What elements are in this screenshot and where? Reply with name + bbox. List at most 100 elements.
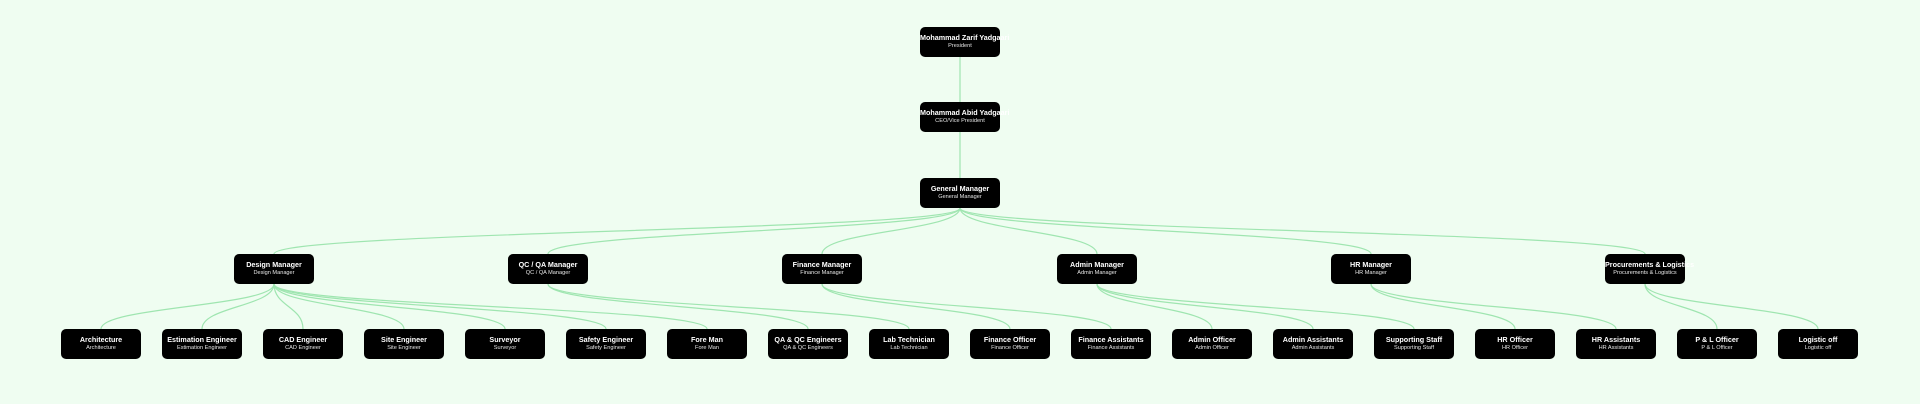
node-staff[interactable]: Surveyor Surveyor (465, 329, 545, 359)
connector-line (100, 283, 275, 330)
node-subtitle: QC / QA Manager (525, 270, 571, 276)
node-manager[interactable]: HR Manager HR Manager (1331, 254, 1411, 284)
node-subtitle: Procurements & Logistics (1613, 270, 1677, 276)
connector-line (273, 207, 961, 255)
connector-line (1096, 283, 1415, 330)
node-title: QA & QC Engineers (774, 335, 842, 344)
node-title: Logistic off (1798, 335, 1838, 344)
node-title: Lab Technician (883, 335, 935, 344)
node-staff[interactable]: Fore Man Fore Man (667, 329, 747, 359)
connector-line (1644, 283, 1718, 330)
node-staff[interactable]: HR Officer HR Officer (1475, 329, 1555, 359)
node-title: Design Manager (246, 260, 302, 269)
node-subtitle: Estimation Engineer (176, 345, 228, 351)
node-staff[interactable]: CAD Engineer CAD Engineer (263, 329, 343, 359)
connector-line (547, 283, 809, 330)
node-title: Finance Assistants (1078, 335, 1144, 344)
node-subtitle: Admin Assistants (1291, 345, 1335, 351)
node-manager[interactable]: QC / QA Manager QC / QA Manager (508, 254, 588, 284)
node-staff[interactable]: Supporting Staff Supporting Staff (1374, 329, 1454, 359)
node-subtitle: General Manager (938, 194, 982, 200)
node-title: QC / QA Manager (518, 260, 578, 269)
connector-line (1370, 283, 1516, 330)
node-subtitle: Admin Officer (1195, 345, 1229, 351)
connector-line (959, 207, 1646, 255)
node-staff[interactable]: Lab Technician Lab Technician (869, 329, 949, 359)
node-subtitle: Supporting Staff (1393, 345, 1434, 351)
node-subtitle: Safety Engineer (586, 345, 626, 351)
node-subtitle: P & L Officer (1701, 345, 1733, 351)
node-title: P & L Officer (1695, 335, 1739, 344)
node-manager[interactable]: Finance Manager Finance Manager (782, 254, 862, 284)
node-subtitle: Logistic off (1804, 345, 1832, 351)
node-title: Finance Manager (792, 260, 852, 269)
node-title: Supporting Staff (1385, 335, 1443, 344)
node-subtitle: Finance Assistants (1087, 345, 1135, 351)
node-subtitle: Surveyor (493, 345, 517, 351)
node-title: HR Assistants (1591, 335, 1641, 344)
node-staff[interactable]: Finance Assistants Finance Assistants (1071, 329, 1151, 359)
node-staff[interactable]: P & L Officer P & L Officer (1677, 329, 1757, 359)
node-subtitle: HR Officer (1501, 345, 1528, 351)
node-subtitle: Fore Man (695, 345, 719, 351)
connector-line (959, 207, 1098, 255)
connector-line (959, 207, 1372, 255)
node-subtitle: Finance Manager (800, 270, 844, 276)
node-staff[interactable]: Logistic off Logistic off (1778, 329, 1858, 359)
node-president[interactable]: Mohammad Zarif Yadgaari President (920, 27, 1010, 57)
node-staff[interactable]: Safety Engineer Safety Engineer (566, 329, 646, 359)
node-subtitle: CEO/Vice President (935, 118, 985, 124)
node-subtitle: Admin Manager (1077, 270, 1117, 276)
node-subtitle: QA & QC Engineers (783, 345, 833, 351)
node-title: Admin Manager (1070, 260, 1124, 269)
node-staff[interactable]: Finance Officer Finance Officer (970, 329, 1050, 359)
node-vice-president[interactable]: Mohammad Abid Yadgaari CEO/Vice Presiden… (920, 102, 1010, 132)
node-subtitle: HR Assistants (1598, 345, 1634, 351)
node-title: Estimation Engineer (167, 335, 237, 344)
node-staff[interactable]: HR Assistants HR Assistants (1576, 329, 1656, 359)
node-title: Mohammad Abid Yadgaari (920, 108, 1010, 117)
connector-line (1096, 283, 1213, 330)
node-title: Finance Officer (983, 335, 1037, 344)
node-subtitle: Architecture (86, 345, 116, 351)
node-subtitle: Lab Technician (890, 345, 928, 351)
node-title: CAD Engineer (278, 335, 328, 344)
connector-line (547, 207, 961, 255)
node-staff[interactable]: Site Engineer Site Engineer (364, 329, 444, 359)
node-subtitle: Design Manager (253, 270, 295, 276)
connector-line (821, 283, 1011, 330)
node-title: HR Manager (1350, 260, 1392, 269)
node-subtitle: President (948, 43, 972, 49)
node-subtitle: CAD Engineer (285, 345, 321, 351)
node-staff[interactable]: QA & QC Engineers QA & QC Engineers (768, 329, 848, 359)
node-staff[interactable]: Admin Officer Admin Officer (1172, 329, 1252, 359)
node-title: Site Engineer (381, 335, 427, 344)
node-staff[interactable]: Estimation Engineer Estimation Engineer (162, 329, 242, 359)
node-staff[interactable]: Admin Assistants Admin Assistants (1273, 329, 1353, 359)
node-title: Mohammad Zarif Yadgaari (920, 33, 1010, 42)
node-manager[interactable]: Admin Manager Admin Manager (1057, 254, 1137, 284)
node-general-manager[interactable]: General Manager General Manager (920, 178, 1000, 208)
node-subtitle: Site Engineer (387, 345, 421, 351)
node-title: HR Officer (1497, 335, 1533, 344)
node-staff[interactable]: Architecture Architecture (61, 329, 141, 359)
connector-line (1096, 283, 1314, 330)
connector-line (273, 283, 708, 330)
node-title: Admin Assistants (1282, 335, 1344, 344)
connector-line (821, 207, 961, 255)
connector-line (273, 283, 405, 330)
connector-line (273, 283, 607, 330)
node-title: Procurements & Logistics (1605, 260, 1695, 269)
node-title: Surveyor (489, 335, 521, 344)
connector-line (547, 283, 910, 330)
connector-line (821, 283, 1112, 330)
node-title: Architecture (79, 335, 123, 344)
connector-line (1370, 283, 1617, 330)
node-subtitle: Finance Officer (991, 345, 1029, 351)
node-title: Safety Engineer (578, 335, 634, 344)
node-manager[interactable]: Design Manager Design Manager (234, 254, 314, 284)
node-manager[interactable]: Procurements & Logistics Procurements & … (1605, 254, 1695, 284)
connector-line (1644, 283, 1819, 330)
